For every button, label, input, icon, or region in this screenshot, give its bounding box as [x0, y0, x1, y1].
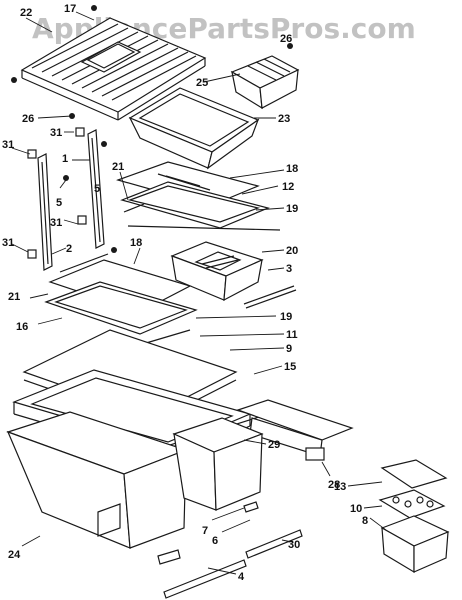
- callout-6: 6: [212, 535, 218, 547]
- callout-24: 24: [8, 549, 21, 561]
- glass-shelf-middle: [44, 253, 198, 347]
- callout-9: 9: [286, 343, 292, 355]
- callout-21-lower: 21: [8, 291, 20, 303]
- callout-13: 13: [334, 481, 346, 493]
- callout-7: 7: [202, 525, 208, 537]
- drawer-slides: [157, 501, 303, 599]
- callout-21-upper: 21: [112, 161, 124, 173]
- callout-31-d: 31: [2, 237, 14, 249]
- dairy-compartment: [378, 459, 450, 574]
- callout-26-upper: 26: [280, 33, 292, 45]
- callout-22: 22: [20, 7, 32, 19]
- callout-19-upper: 19: [286, 203, 298, 215]
- callout-17: 17: [64, 3, 76, 15]
- control-lever: [236, 399, 354, 461]
- callout-19-lower: 19: [280, 311, 292, 323]
- wire-shelf: [11, 5, 207, 121]
- callout-3: 3: [286, 263, 292, 275]
- callout-28: 28: [328, 479, 340, 491]
- shelf-rail-left: [27, 127, 117, 271]
- callout-5-right: 5: [94, 183, 100, 195]
- leader-lines: [11, 11, 387, 575]
- callout-18-upper: 18: [286, 163, 298, 175]
- callout-20: 20: [286, 245, 298, 257]
- callout-30: 30: [288, 539, 300, 551]
- callout-16: 16: [16, 321, 28, 333]
- callout-8: 8: [362, 515, 368, 527]
- crisper-drawer-left: [6, 411, 188, 549]
- callout-1: 1: [62, 153, 68, 165]
- callout-10: 10: [350, 503, 362, 515]
- crisper-drawer-middle: [170, 241, 264, 302]
- callout-31-c: 31: [50, 217, 62, 229]
- callout-18-lower: 18: [130, 237, 142, 249]
- callout-2: 2: [66, 243, 72, 255]
- callout-labels: 22 17 26 26 25 23 31 31 31 31 1 5 5 2 21…: [2, 3, 368, 583]
- callout-15: 15: [284, 361, 296, 373]
- callout-29: 29: [268, 439, 280, 451]
- trim-strip-edge: [245, 289, 297, 309]
- trim-strip: [243, 285, 295, 305]
- callout-4: 4: [238, 571, 245, 583]
- crisper-drawer-right: [172, 417, 264, 511]
- glass-shelf-upper: [116, 161, 281, 231]
- callout-11: 11: [286, 329, 298, 341]
- crisper-bin-small: [230, 43, 300, 110]
- callout-26-lower: 26: [22, 113, 34, 125]
- callout-25: 25: [196, 77, 208, 89]
- deli-pan: [128, 87, 260, 170]
- callout-31-b: 31: [2, 139, 14, 151]
- callout-5-left: 5: [56, 197, 62, 209]
- callout-23: 23: [278, 113, 290, 125]
- callout-31-a: 31: [50, 127, 62, 139]
- callout-12: 12: [282, 181, 294, 193]
